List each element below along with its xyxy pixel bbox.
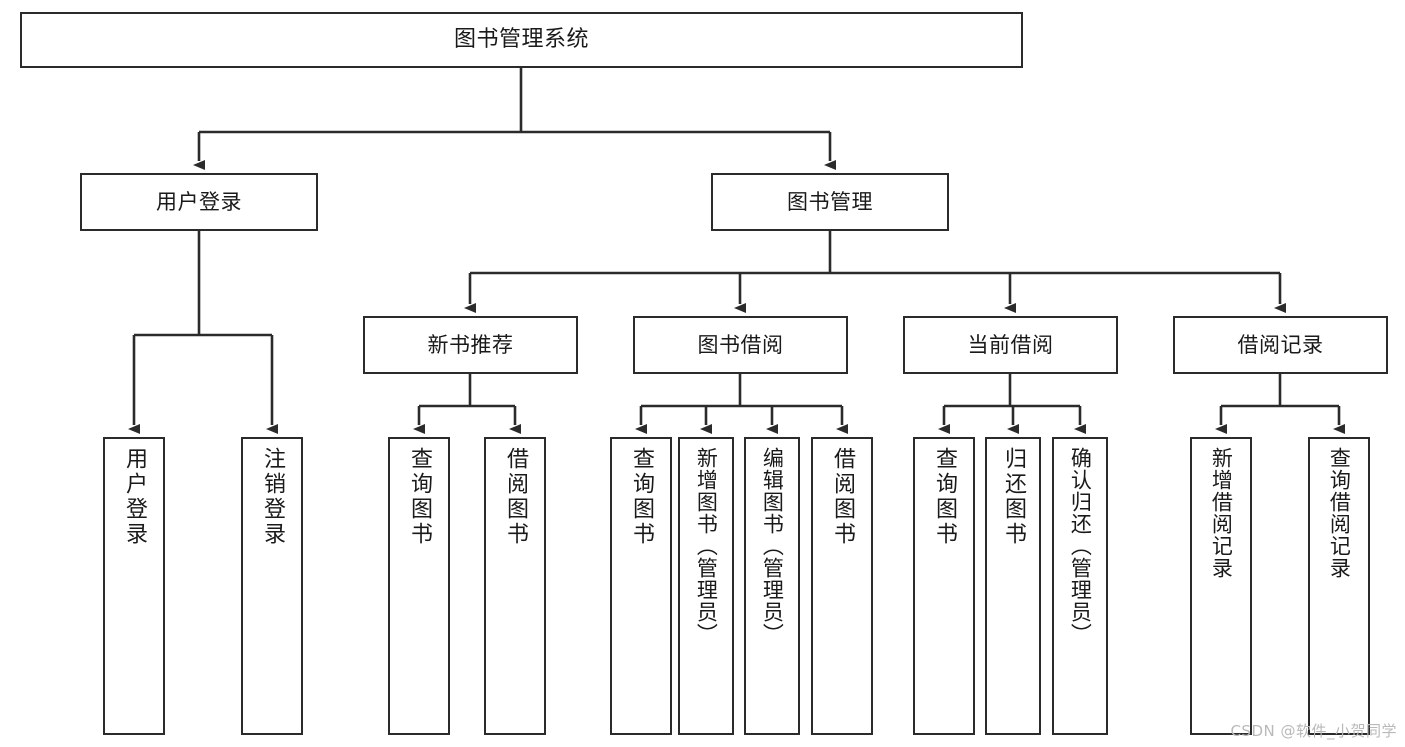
node-leaf-用户登录[interactable]: 用户登录: [103, 437, 165, 735]
node-level2-用户登录[interactable]: 用户登录: [80, 173, 318, 231]
node-leaf-确认归还管理员[interactable]: 确认归还（管理员）: [1052, 437, 1108, 735]
node-label: 借阅记录: [1237, 332, 1324, 357]
node-root-图书管理系统[interactable]: 图书管理系统: [20, 12, 1023, 68]
node-label: 新书推荐: [427, 332, 514, 357]
node-leaf-借阅图书[interactable]: 借阅图书: [484, 437, 546, 735]
node-level3-新书推荐[interactable]: 新书推荐: [363, 316, 578, 374]
node-label: 归还图书: [1000, 447, 1026, 547]
node-leaf-新增图书管理员[interactable]: 新增图书（管理员）: [678, 437, 734, 735]
node-label: 借阅图书: [502, 447, 528, 547]
node-label: 图书借阅: [697, 332, 784, 357]
node-label: 查询图书: [406, 447, 432, 547]
node-leaf-注销登录[interactable]: 注销登录: [241, 437, 303, 735]
node-label: 借阅图书: [829, 447, 855, 547]
node-level3-借阅记录[interactable]: 借阅记录: [1173, 316, 1388, 374]
node-level2-图书管理[interactable]: 图书管理: [711, 173, 949, 231]
node-leaf-查询图书[interactable]: 查询图书: [610, 437, 672, 735]
node-label: 图书管理系统: [453, 27, 589, 53]
node-label: 图书管理: [787, 189, 873, 214]
node-leaf-新增借阅记录[interactable]: 新增借阅记录: [1190, 437, 1252, 735]
node-leaf-查询图书[interactable]: 查询图书: [388, 437, 450, 735]
node-label: 查询借阅记录: [1327, 447, 1352, 579]
node-label: 用户登录: [121, 447, 147, 547]
node-level3-当前借阅[interactable]: 当前借阅: [903, 316, 1118, 374]
node-level3-图书借阅[interactable]: 图书借阅: [633, 316, 848, 374]
node-leaf-借阅图书[interactable]: 借阅图书: [811, 437, 873, 735]
node-label: 当前借阅: [967, 332, 1054, 357]
node-label: 新增图书（管理员）: [694, 447, 719, 645]
node-label: 用户登录: [156, 189, 242, 214]
node-leaf-编辑图书管理员[interactable]: 编辑图书（管理员）: [744, 437, 800, 735]
node-label: 编辑图书（管理员）: [760, 447, 785, 645]
node-leaf-查询借阅记录[interactable]: 查询借阅记录: [1308, 437, 1370, 735]
node-leaf-查询图书[interactable]: 查询图书: [913, 437, 975, 735]
node-label: 确认归还（管理员）: [1068, 447, 1093, 645]
node-label: 查询图书: [628, 447, 654, 547]
node-label: 注销登录: [259, 447, 285, 547]
node-label: 新增借阅记录: [1209, 447, 1234, 579]
node-label: 查询图书: [931, 447, 957, 547]
node-leaf-归还图书[interactable]: 归还图书: [985, 437, 1041, 735]
